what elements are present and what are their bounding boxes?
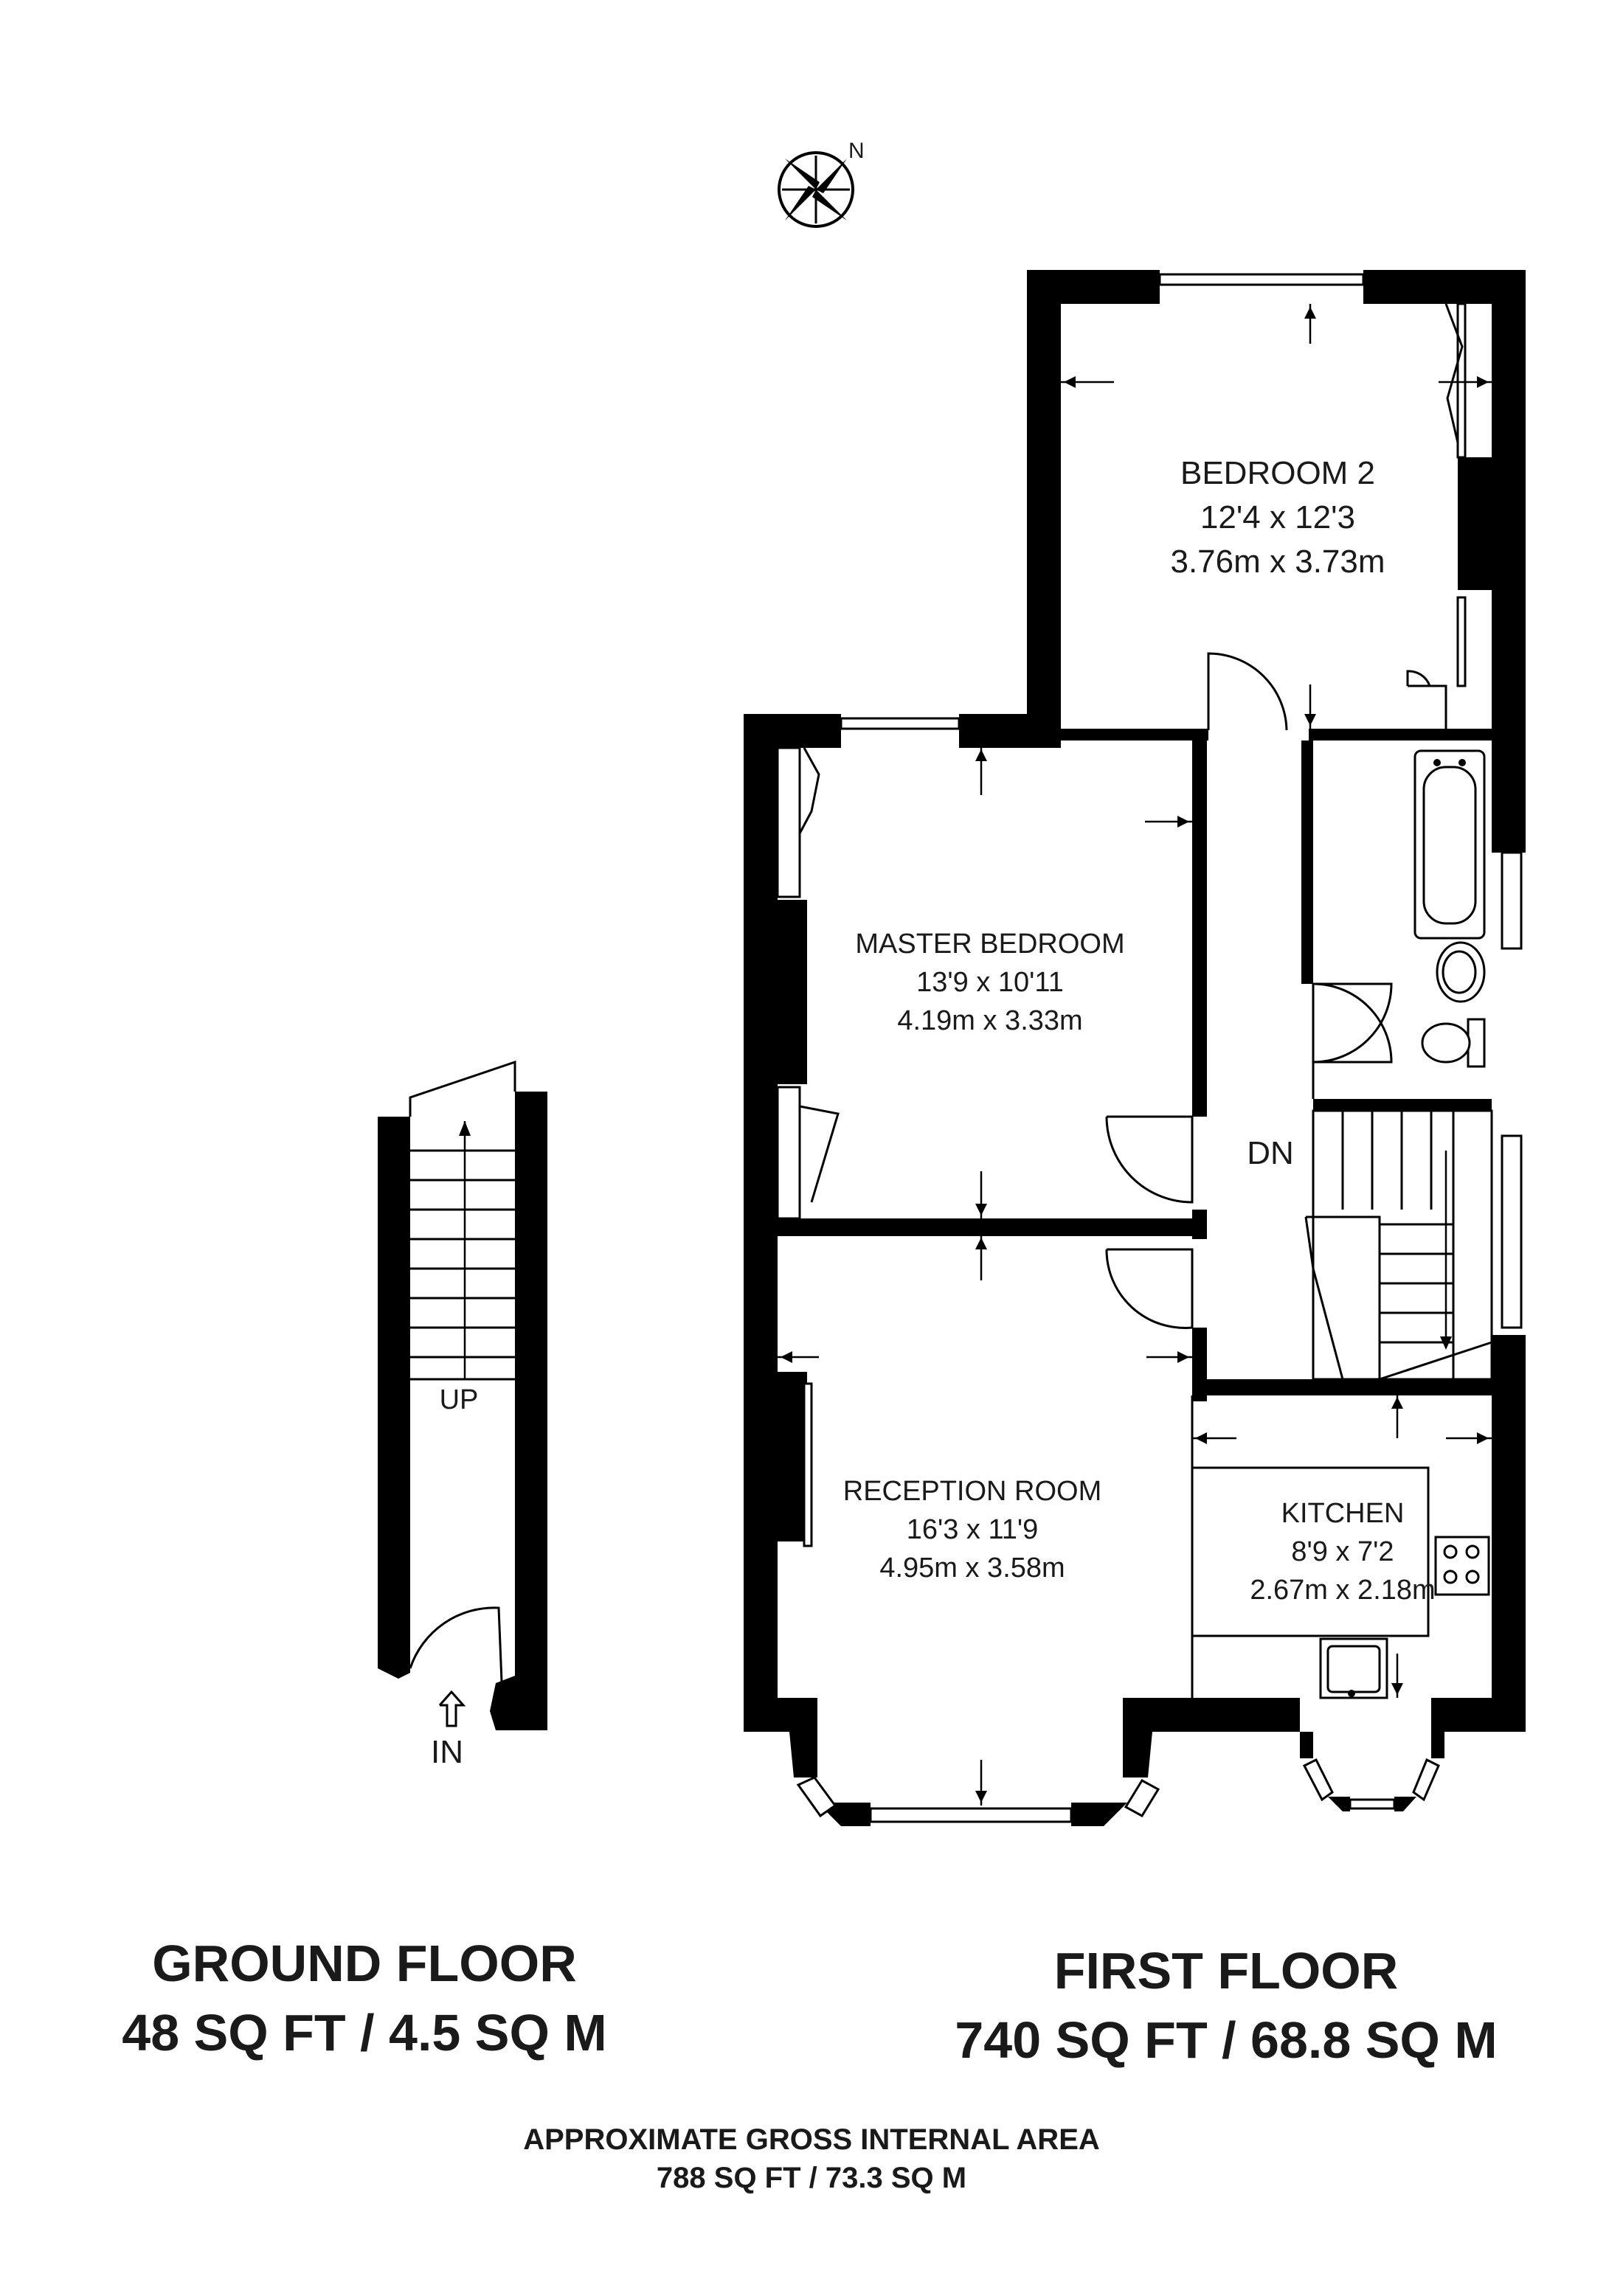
bathroom-fixtures [1413, 749, 1486, 1068]
bedroom2-metric: 3.76m x 3.73m [1170, 544, 1385, 580]
master-bedroom-name: MASTER BEDROOM [855, 929, 1124, 960]
first-floor-area: 740 SQ FT / 68.8 SQ M [955, 2011, 1497, 2069]
master-bedroom-imperial: 13'9 x 10'11 [916, 967, 1064, 998]
ground-floor-title: GROUND FLOOR [152, 1935, 577, 1992]
ground-floor-area: 48 SQ FT / 4.5 SQ M [122, 2004, 606, 2061]
kitchen-imperial: 8'9 x 7'2 [1291, 1536, 1394, 1567]
first-floor-title: FIRST FLOOR [1054, 1942, 1399, 2000]
first-floor-doors [798, 303, 1464, 1329]
ground-floor-walls [378, 1092, 547, 1730]
reception-room-metric: 4.95m x 3.58m [879, 1553, 1065, 1584]
dimension-arrows [778, 304, 1492, 1806]
gross-area-value: 788 SQ FT / 73.3 SQ M [657, 2162, 966, 2194]
gross-area-title: APPROXIMATE GROSS INTERNAL AREA [523, 2123, 1100, 2156]
compass-icon [778, 151, 854, 228]
first-floor-thin-lines [776, 302, 1467, 1698]
kitchen-metric: 2.67m x 2.18m [1250, 1575, 1435, 1606]
bedroom2-name: BEDROOM 2 [1180, 455, 1375, 491]
reception-room-name: RECEPTION ROOM [843, 1476, 1101, 1507]
first-floor-windows [796, 273, 1523, 1823]
entry-label: IN [431, 1734, 463, 1770]
stairs-up-label: UP [440, 1384, 479, 1415]
master-bedroom-metric: 4.19m x 3.33m [897, 1005, 1082, 1036]
kitchen-fixtures [1319, 1536, 1490, 1699]
ground-floor-stairs [409, 1060, 516, 1727]
kitchen-name: KITCHEN [1281, 1498, 1405, 1529]
first-floor-stairs [1304, 1109, 1493, 1381]
stairs-down-label: DN [1247, 1135, 1294, 1171]
bedroom2-imperial: 12'4 x 12'3 [1200, 499, 1355, 535]
first-floor-walls [744, 270, 1526, 1826]
compass-north-label: N [848, 139, 865, 163]
reception-room-imperial: 16'3 x 11'9 [907, 1514, 1039, 1545]
